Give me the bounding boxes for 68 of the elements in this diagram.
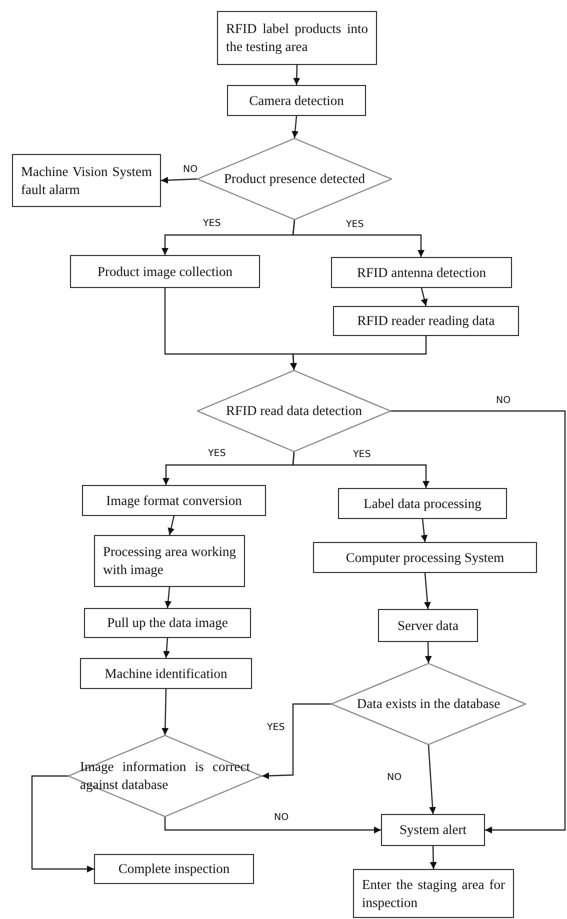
node-text: Image information is correct against database xyxy=(79,758,251,794)
process-box xyxy=(227,85,366,116)
process-box xyxy=(331,257,512,288)
process-box xyxy=(94,854,254,884)
arrow xyxy=(428,744,436,814)
edge-label: NO xyxy=(495,396,512,406)
node-text: Camera detection xyxy=(248,92,345,110)
node-text: Computer processing System xyxy=(344,548,506,566)
process-box xyxy=(82,485,266,516)
process-box xyxy=(338,488,507,519)
process-box xyxy=(381,814,485,846)
arrow xyxy=(424,642,432,664)
node-text: RFID reader reading data xyxy=(356,312,496,330)
node-text: Product image collection xyxy=(96,262,234,280)
node-text: Server data xyxy=(396,616,460,634)
edge-label: YES xyxy=(202,219,222,230)
process-box xyxy=(94,535,245,587)
arrow xyxy=(292,220,424,257)
edge-label: YES xyxy=(266,723,286,734)
arrow xyxy=(290,336,427,370)
edge-label: YES xyxy=(352,450,372,460)
node-text: Machine identification xyxy=(104,664,228,682)
arrow xyxy=(292,116,299,138)
arrow xyxy=(163,638,170,658)
arrow xyxy=(430,846,437,870)
node-text: Enter the staging area for inspection xyxy=(361,876,506,912)
node-text: System alert xyxy=(398,821,468,839)
node-text: RFID read data detection xyxy=(224,402,364,420)
process-box xyxy=(313,542,537,573)
decision-diamond xyxy=(197,138,392,220)
edge-label: YES xyxy=(207,449,227,460)
node-text: Label data processing xyxy=(362,494,482,512)
decision-diamond xyxy=(331,663,526,745)
arrow xyxy=(420,518,428,542)
edge-label: YES xyxy=(345,220,365,230)
arrow xyxy=(164,586,172,608)
arrow xyxy=(424,572,431,610)
process-box xyxy=(80,658,252,689)
process-box xyxy=(12,154,161,207)
arrow xyxy=(162,688,169,736)
arrow xyxy=(391,410,566,834)
process-box xyxy=(333,306,519,336)
process-box xyxy=(70,255,260,288)
arrow xyxy=(31,775,94,872)
node-text: RFID antenna detection xyxy=(356,264,487,282)
process-box xyxy=(353,869,514,918)
arrow xyxy=(262,703,331,780)
arrow xyxy=(292,452,430,488)
node-text: Pull up the data image xyxy=(106,614,229,632)
process-box xyxy=(84,608,251,638)
node-text: Product presence detected xyxy=(223,170,366,188)
node-text: Complete inspection xyxy=(117,860,231,878)
arrow xyxy=(293,64,300,86)
edge-label: NO xyxy=(182,165,199,176)
node-text: Processing area working with image xyxy=(102,543,237,579)
node-text: Image format conversion xyxy=(105,492,243,510)
node-text: Machine Vision System fault alarm xyxy=(20,162,153,198)
arrow xyxy=(160,176,198,184)
edge-label: NO xyxy=(386,773,403,784)
decision-diamond xyxy=(68,735,262,817)
arrow xyxy=(164,817,381,834)
node-text: Data exists in the database xyxy=(356,695,502,713)
process-box xyxy=(378,609,478,642)
arrow xyxy=(420,288,428,306)
process-box xyxy=(217,11,377,65)
arrow xyxy=(168,516,175,536)
edge-label: NO xyxy=(273,813,290,824)
node-text: RFID label products into the testing area xyxy=(225,20,369,56)
